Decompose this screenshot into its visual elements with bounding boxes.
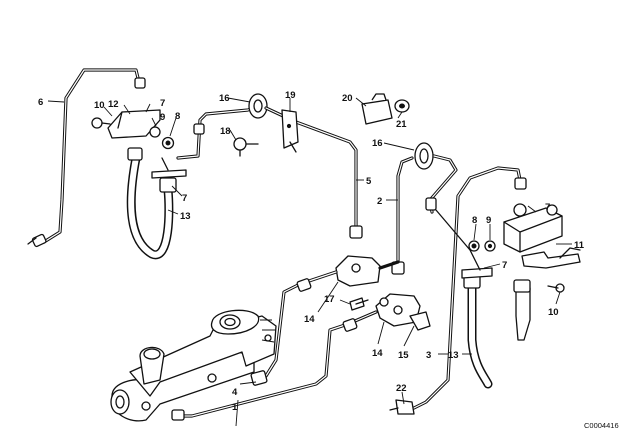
brake-pipe-3: [389, 166, 527, 415]
callout-20: 20: [342, 93, 353, 104]
brake-pipe-upper-middle: [176, 104, 258, 160]
callout-12: 12: [108, 99, 119, 110]
callout-1: 1: [232, 402, 238, 413]
brake-pipe-2: [391, 142, 458, 275]
callout-11: 11: [574, 240, 585, 251]
callout-18: 18: [220, 126, 231, 137]
callout-10a: 10: [94, 100, 105, 111]
brake-hose-13-left: [126, 147, 187, 260]
switch-20-21: [361, 93, 410, 125]
callout-6: 6: [38, 97, 43, 108]
callout-2: 2: [377, 196, 382, 207]
axle-housing: [110, 309, 277, 422]
callout-4: 4: [232, 387, 238, 398]
callout-7a: 7: [160, 98, 165, 109]
callout-22: 22: [396, 383, 407, 394]
callout-7b: 7: [182, 193, 187, 204]
callout-14a: 14: [304, 314, 315, 325]
callout-9a: 9: [160, 112, 165, 123]
bracket-assembly-right: [468, 203, 581, 341]
callout-10b: 10: [548, 307, 559, 318]
callout-8b: 8: [472, 215, 477, 226]
callout-13a: 13: [180, 211, 191, 222]
bracket-19: [281, 109, 299, 153]
brake-pipe-6: [27, 68, 146, 248]
brake-hose-13-right: [435, 209, 493, 389]
callout-labels: 6 10 12 7 9 8 7 13 16 19 18 20 21 16 5 2…: [38, 90, 619, 430]
callout-8a: 8: [175, 111, 180, 122]
callout-16b: 16: [372, 138, 383, 149]
callout-15: 15: [398, 350, 409, 361]
grommet-16-upper: [248, 93, 363, 239]
callout-19: 19: [285, 90, 296, 101]
callout-16a: 16: [219, 93, 230, 104]
callout-7d: 7: [502, 260, 507, 271]
callout-21: 21: [396, 119, 407, 130]
callout-5: 5: [366, 176, 372, 187]
callout-9b: 9: [486, 215, 491, 226]
callout-3: 3: [426, 350, 431, 361]
callout-7c: 7: [545, 202, 550, 213]
callout-13b: 13: [448, 350, 459, 361]
distributor-14-upper: [264, 255, 400, 378]
callout-14b: 14: [372, 348, 383, 359]
callout-17: 17: [324, 294, 335, 305]
bracket-assembly-upper-left: [91, 109, 175, 150]
bolt-18: [233, 137, 259, 157]
leader-lines: [47, 97, 572, 427]
image-code: C0004416: [584, 421, 619, 430]
distributor-14-lower: [178, 293, 431, 418]
